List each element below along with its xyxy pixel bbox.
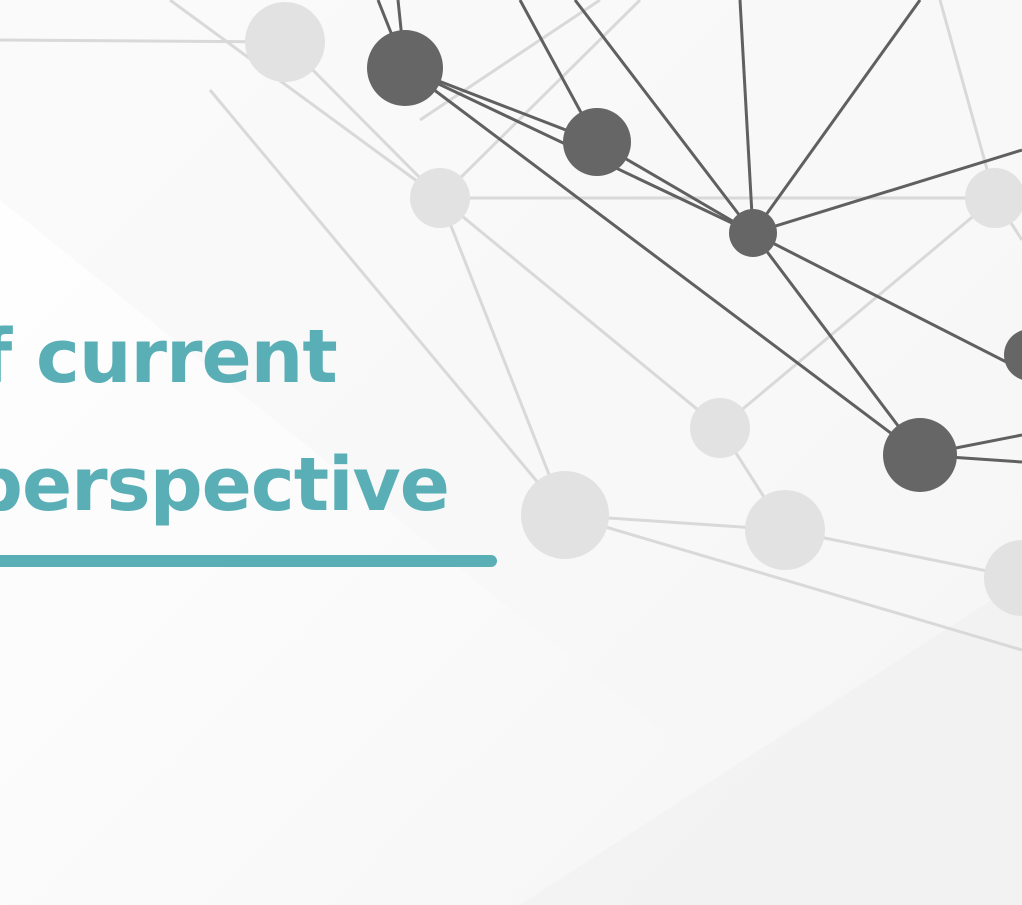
dark-nodes [367, 30, 1022, 492]
title-line-2: perspective [0, 442, 450, 528]
title-line-1: f current [0, 314, 338, 400]
light-nodes [245, 2, 1022, 616]
title-underline [0, 555, 497, 567]
dark-edges [376, 0, 1022, 464]
